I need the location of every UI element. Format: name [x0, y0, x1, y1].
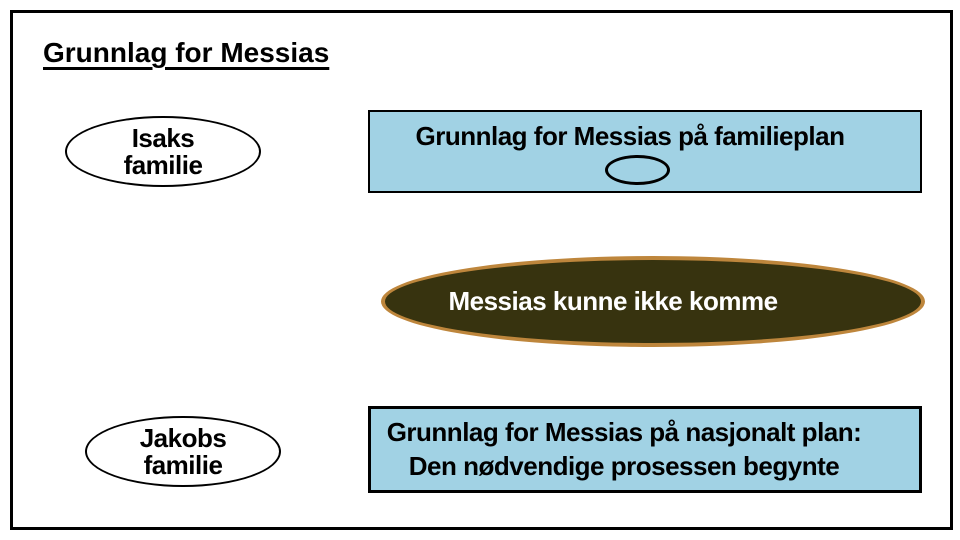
slide-frame: Grunnlag for Messias Isaks familie Grunn… [10, 10, 953, 530]
empty-ellipse-marker-icon [605, 155, 670, 185]
national-plan-label: Grunnlag for Messias på nasjonalt plan: … [371, 415, 919, 483]
messias-blocked-ellipse: Messias kunne ikke komme [381, 256, 925, 347]
family-plan-label: Grunnlag for Messias på familieplan [415, 121, 845, 151]
messias-blocked-label: Messias kunne ikke komme [448, 286, 778, 316]
jakobs-family-line2: familie [143, 449, 223, 480]
national-plan-box: Grunnlag for Messias på nasjonalt plan: … [368, 406, 922, 493]
jakobs-family-ellipse: Jakobs familie [85, 416, 281, 487]
family-plan-box: Grunnlag for Messias på familieplan [368, 110, 922, 193]
national-plan-line2: Den nødvendige prosessen begynte [408, 451, 840, 481]
isaks-family-line1: Isaks [131, 122, 195, 153]
national-plan-line1: Grunnlag for Messias på nasjonalt plan: [386, 417, 862, 447]
jakobs-family-line1: Jakobs [139, 422, 227, 453]
isaks-family-line2: familie [123, 149, 203, 180]
slide-title: Grunnlag for Messias [43, 37, 330, 68]
isaks-family-ellipse: Isaks familie [65, 116, 261, 187]
